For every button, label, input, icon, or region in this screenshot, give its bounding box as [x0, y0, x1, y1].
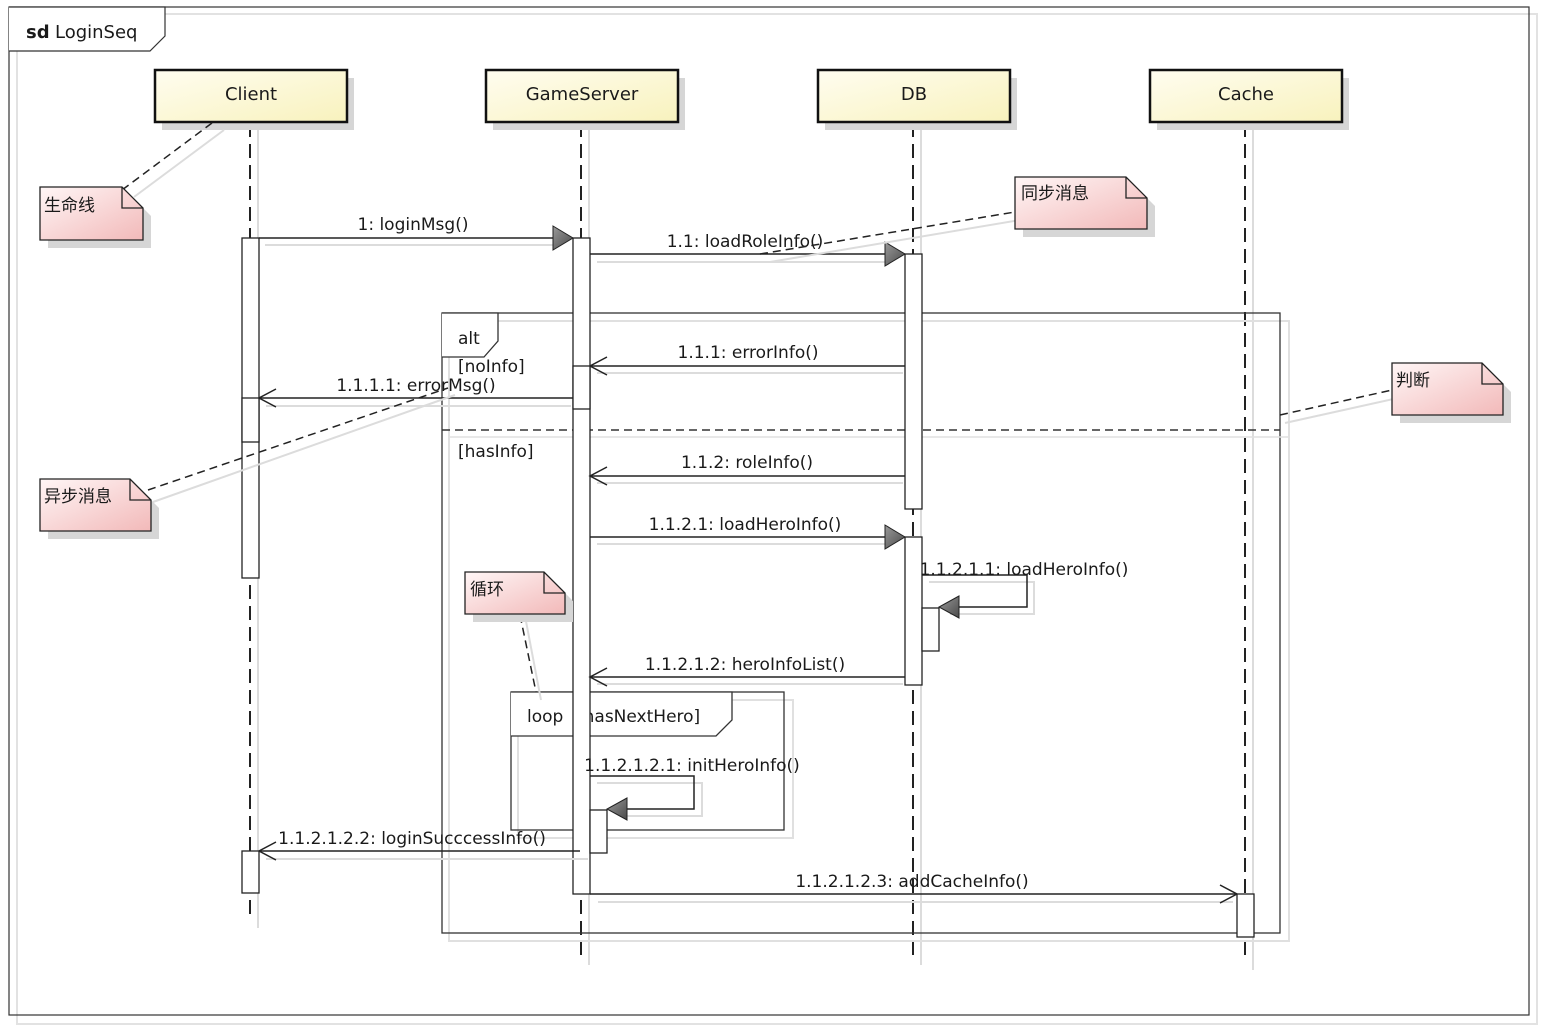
- message-1-1-2-1-2-1-initheroinfo-self[interactable]: 1.1.2.1.2.1: initHeroInfo(): [584, 756, 800, 821]
- message-1-1-2-roleinfo[interactable]: 1.1.2: roleInfo(): [588, 453, 905, 486]
- message-label: 1.1.2.1.2.3: addCacheInfo(): [795, 872, 1028, 892]
- message-1-1-2-1-2-2-loginsuccessinfo[interactable]: 1.1.2.1.2.2: loginSucccessInfo(): [257, 829, 580, 861]
- note-lifeline[interactable]: 生命线: [39, 186, 151, 248]
- note-text: 判断: [1396, 371, 1430, 391]
- note-connectors: [121, 122, 1399, 701]
- alt-fragment: alt [noInfo] [hasInfo]: [441, 312, 1290, 942]
- note-text: 循环: [470, 580, 504, 600]
- lifeline-db[interactable]: DB: [816, 68, 1017, 130]
- message-label: 1.1.2.1.2.1: initHeroInfo(): [584, 756, 800, 776]
- note-decision[interactable]: 判断: [1391, 362, 1511, 423]
- note-loop[interactable]: 循环: [464, 571, 573, 622]
- lifeline-db-label: DB: [901, 84, 927, 105]
- alt-guard-noinfo: [noInfo]: [458, 357, 525, 377]
- loop-guard: [hasNextHero]: [577, 707, 700, 727]
- message-label: 1.1.1: errorInfo(): [678, 343, 819, 363]
- loop-fragment: loop [hasNextHero]: [510, 691, 794, 839]
- note-text: 生命线: [44, 196, 95, 216]
- activation-bars: [241, 237, 1255, 938]
- lifeline-gameserver[interactable]: GameServer: [484, 68, 685, 130]
- note-sync-message[interactable]: 同步消息: [1014, 176, 1155, 237]
- message-label: 1: loginMsg(): [358, 215, 469, 235]
- message-1-1-loadroleinfo[interactable]: 1.1: loadRoleInfo(): [590, 232, 906, 267]
- message-1-1-2-1-loadheroinfo[interactable]: 1.1.2.1: loadHeroInfo(): [590, 515, 906, 550]
- message-1-1-2-1-1-loadheroinfo-self[interactable]: 1.1.2.1.1: loadHeroInfo(): [920, 560, 1129, 619]
- message-label: 1.1.2.1.2.2: loginSucccessInfo(): [278, 829, 546, 849]
- message-label: 1.1.1.1: errorMsg(): [336, 376, 495, 396]
- loop-operator: loop: [527, 707, 563, 727]
- message-1-loginmsg[interactable]: 1: loginMsg(): [259, 215, 574, 251]
- message-label: 1.1.2.1.1: loadHeroInfo(): [920, 560, 1129, 580]
- message-1-1-1-errorinfo[interactable]: 1.1.1: errorInfo(): [588, 343, 905, 376]
- sd-frame: sd LoginSeq: [8, 6, 1538, 1025]
- message-label: 1.1: loadRoleInfo(): [667, 232, 824, 252]
- message-1-1-2-1-2-heroinfolist[interactable]: 1.1.2.1.2: heroInfoList(): [588, 655, 905, 687]
- note-async-message[interactable]: 异步消息: [39, 478, 159, 539]
- lifeline-client[interactable]: Client: [153, 68, 354, 130]
- lifeline-client-label: Client: [225, 84, 277, 105]
- lifeline-cache[interactable]: Cache: [1148, 68, 1349, 130]
- message-1-1-2-1-2-3-addcacheinfo[interactable]: 1.1.2.1.2.3: addCacheInfo(): [590, 872, 1239, 904]
- message-label: 1.1.2.1.2: heroInfoList(): [645, 655, 845, 675]
- note-text: 同步消息: [1021, 184, 1089, 204]
- frame-title: LoginSeq: [55, 22, 138, 43]
- alt-guard-hasinfo: [hasInfo]: [458, 442, 534, 462]
- message-label: 1.1.2: roleInfo(): [681, 453, 813, 473]
- alt-operator: alt: [458, 329, 480, 349]
- note-text: 异步消息: [44, 487, 112, 507]
- message-label: 1.1.2.1: loadHeroInfo(): [649, 515, 842, 535]
- message-1-1-1-1-errormsg[interactable]: 1.1.1.1: errorMsg(): [257, 376, 573, 408]
- lifeline-gameserver-label: GameServer: [526, 84, 639, 105]
- lifeline-cache-label: Cache: [1218, 84, 1274, 105]
- message-shadows: [265, 244, 1233, 903]
- frame-keyword: sd: [26, 22, 50, 43]
